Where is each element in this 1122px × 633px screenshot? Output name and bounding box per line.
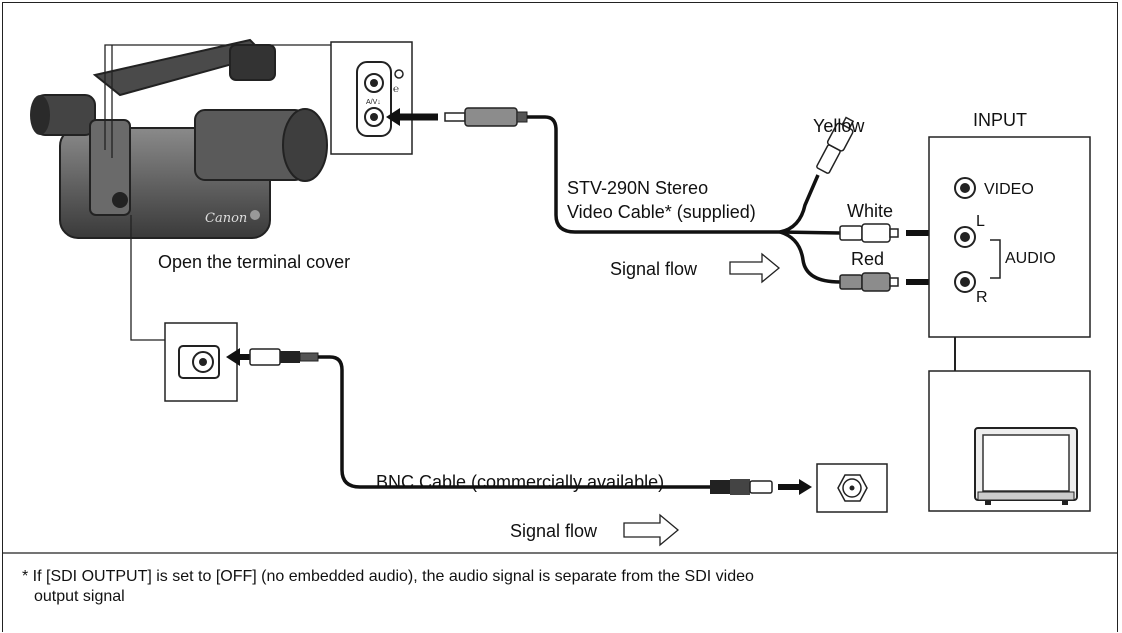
- bnc-cable-label: BNC Cable (commercially available): [376, 472, 665, 492]
- footnote-line2: output signal: [34, 588, 125, 605]
- stv-cable-label-line1: STV-290N Stereo: [567, 178, 709, 198]
- av-terminal-inset: ℮ A/V↓: [330, 41, 413, 155]
- bnc-connector-icon: [816, 463, 888, 513]
- red-label: Red: [851, 249, 885, 269]
- stv-cable: [444, 107, 841, 284]
- yellow-label: Yellow: [813, 116, 865, 136]
- footnote: * If [SDI OUTPUT] is set to [OFF] (no em…: [22, 567, 822, 607]
- bnc-cable: [226, 348, 773, 495]
- rca-plug-icon: [839, 223, 899, 243]
- audio-l-label: L: [976, 213, 985, 230]
- camera-brand-text: Canon: [205, 211, 247, 226]
- video-label: VIDEO: [984, 181, 1034, 198]
- input-label: INPUT: [973, 110, 1027, 130]
- audio-r-label: R: [976, 289, 988, 306]
- callout-line-sdi: [130, 215, 165, 341]
- sdi-terminal-inset: [164, 322, 238, 402]
- arrow-right-icon: [226, 348, 240, 366]
- signal-flow-bottom-label: Signal flow: [510, 521, 598, 541]
- hollow-arrow-icon: [623, 513, 680, 547]
- hollow-arrow-icon: [729, 252, 781, 284]
- white-label: White: [847, 201, 894, 221]
- tv-input-panel: [928, 136, 1091, 338]
- open-cover-label: Open the terminal cover: [158, 252, 351, 272]
- av-terminal-label: A/V↓: [366, 99, 381, 106]
- signal-flow-top-label: Signal flow: [610, 259, 698, 279]
- rca-plug-icon: [816, 116, 855, 174]
- svg-text:℮: ℮: [393, 84, 399, 95]
- camcorder-illustration: Canon: [30, 38, 328, 239]
- monitor-icon: [928, 370, 1091, 512]
- arrow-right-icon: [799, 479, 812, 495]
- callout-line-av: [104, 44, 331, 150]
- footnote-line1: * If [SDI OUTPUT] is set to [OFF] (no em…: [22, 568, 754, 585]
- audio-label: AUDIO: [1005, 250, 1056, 267]
- stv-cable-label-line2: Video Cable* (supplied): [567, 202, 756, 222]
- rca-plug-icon: [839, 272, 899, 292]
